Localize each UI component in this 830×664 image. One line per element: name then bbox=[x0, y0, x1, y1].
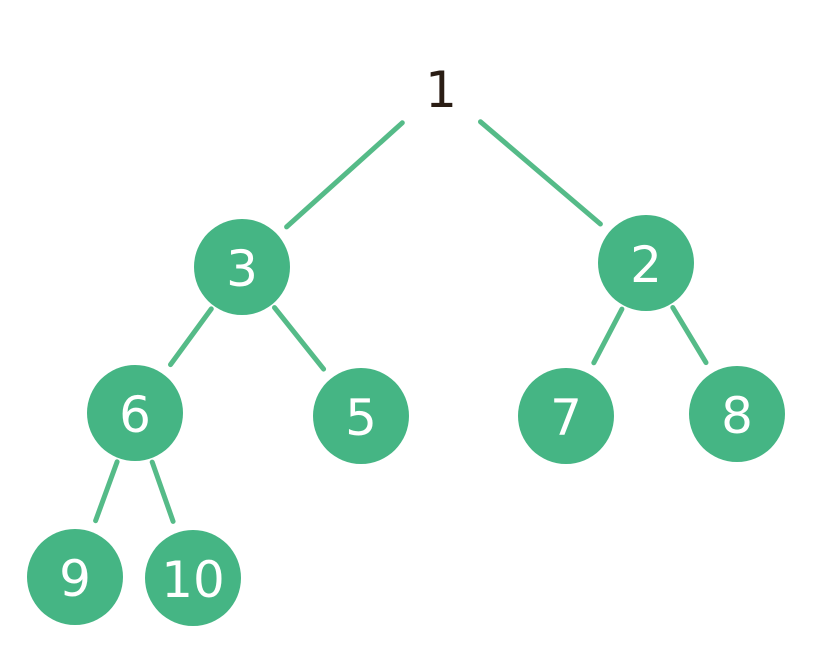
edge-n6-n9 bbox=[93, 459, 120, 524]
tree-nodes: 1 3 2 6 5 7 8 9 10 bbox=[27, 61, 785, 626]
tree-node-10: 10 bbox=[145, 530, 241, 626]
edge-n3-n6 bbox=[168, 306, 214, 368]
node-circle bbox=[145, 530, 241, 626]
edge-n6-n10 bbox=[149, 459, 176, 524]
tree-node-7: 7 bbox=[518, 368, 614, 464]
tree-node-5: 5 bbox=[313, 368, 409, 464]
node-label: 2 bbox=[630, 236, 662, 294]
tree-node-9: 9 bbox=[27, 529, 123, 625]
node-circle bbox=[598, 215, 694, 311]
node-circle bbox=[313, 368, 409, 464]
tree-node-1: 1 bbox=[425, 61, 457, 119]
edge-n2-n7 bbox=[591, 306, 625, 366]
node-circle bbox=[518, 368, 614, 464]
edge-n1-n3 bbox=[284, 120, 405, 230]
node-circle bbox=[27, 529, 123, 625]
node-circle bbox=[87, 365, 183, 461]
tree-edges bbox=[93, 119, 709, 524]
node-label: 7 bbox=[550, 389, 582, 447]
tree-node-8: 8 bbox=[689, 366, 785, 462]
node-label: 8 bbox=[721, 387, 753, 445]
tree-node-2: 2 bbox=[598, 215, 694, 311]
node-label: 3 bbox=[226, 240, 258, 298]
edge-n2-n8 bbox=[670, 305, 709, 366]
tree-node-6: 6 bbox=[87, 365, 183, 461]
node-label: 10 bbox=[161, 551, 225, 609]
tree-node-3: 3 bbox=[194, 219, 290, 315]
edge-n1-n2 bbox=[478, 119, 603, 227]
edge-n3-n5 bbox=[272, 305, 327, 372]
node-circle bbox=[194, 219, 290, 315]
node-label: 6 bbox=[119, 386, 151, 444]
node-label: 9 bbox=[59, 550, 91, 608]
node-label: 1 bbox=[425, 61, 457, 119]
node-label: 5 bbox=[345, 389, 377, 447]
node-circle bbox=[689, 366, 785, 462]
